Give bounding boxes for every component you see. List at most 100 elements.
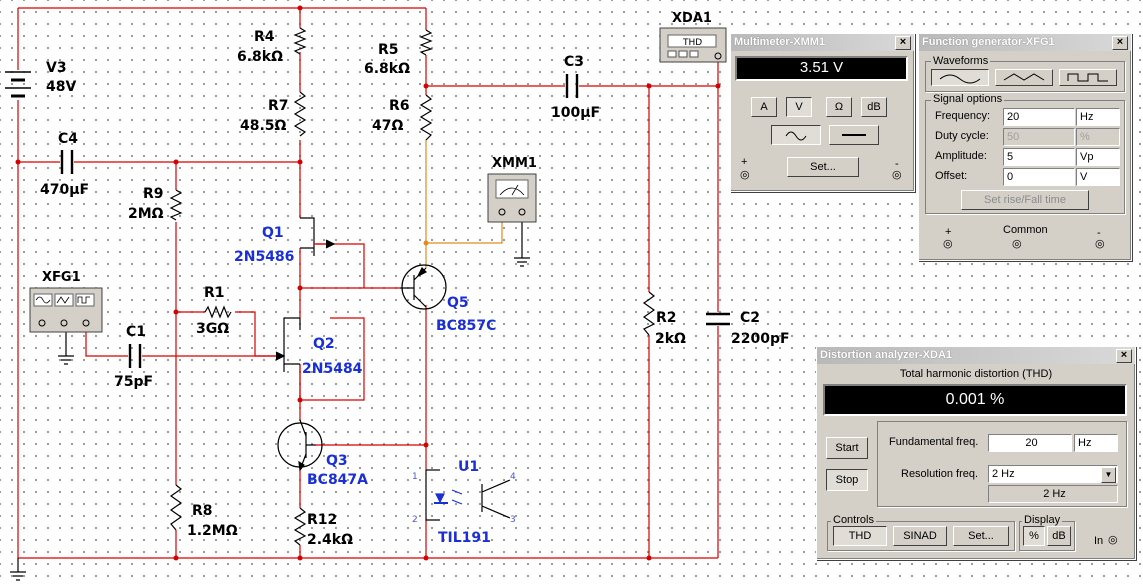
label-c1-value: 75pF bbox=[114, 374, 153, 390]
capacitor-c3[interactable] bbox=[565, 74, 579, 98]
controls-label: Controls bbox=[831, 514, 876, 526]
mode-button-a[interactable]: A bbox=[751, 97, 777, 117]
resistor-r4[interactable] bbox=[293, 27, 307, 55]
ac-button[interactable] bbox=[771, 125, 821, 145]
resistor-r1[interactable] bbox=[204, 305, 232, 319]
multimeter-window[interactable]: Multimeter-XMM1 × 3.51 V A V Ω dB Set...… bbox=[730, 33, 915, 192]
multimeter-close-button[interactable]: × bbox=[895, 36, 911, 50]
battery-v3[interactable] bbox=[5, 71, 31, 98]
wires-black bbox=[10, 222, 530, 581]
multimeter-plus-terminal[interactable]: ◎ bbox=[740, 169, 750, 181]
fundamental-unit[interactable]: Hz bbox=[1074, 434, 1118, 452]
label-r4-ref: R4 bbox=[254, 29, 275, 45]
offset-label: Offset: bbox=[935, 170, 968, 182]
function-generator-window[interactable]: Function generator-XFG1 × Waveforms Sign… bbox=[918, 33, 1132, 261]
duty-cycle-label: Duty cycle: bbox=[935, 130, 989, 142]
capacitor-c2[interactable] bbox=[706, 312, 730, 326]
resistor-r5[interactable] bbox=[419, 29, 433, 56]
xfg1-icon[interactable] bbox=[29, 287, 103, 333]
square-wave-icon bbox=[1067, 73, 1108, 82]
start-button[interactable]: Start bbox=[826, 437, 868, 459]
u1-pin-3: 3 bbox=[510, 515, 516, 525]
label-u1-ref: U1 bbox=[458, 459, 479, 475]
frequency-input[interactable]: 20 bbox=[1003, 108, 1075, 126]
multimeter-set-button[interactable]: Set... bbox=[787, 157, 859, 177]
label-q3-ref: Q3 bbox=[326, 453, 348, 469]
resistor-r2[interactable] bbox=[642, 291, 656, 336]
da-titlebar[interactable]: Distortion analyzer-XDA1 × bbox=[817, 347, 1135, 364]
rise-fall-button[interactable]: Set rise/Fall time bbox=[961, 190, 1089, 210]
jfet-q2[interactable] bbox=[275, 317, 301, 372]
distortion-analyzer-window[interactable]: Distortion analyzer-XDA1 × Total harmoni… bbox=[816, 346, 1136, 560]
duty-cycle-unit[interactable]: % bbox=[1076, 128, 1120, 146]
xda1-icon[interactable]: THD bbox=[659, 27, 727, 63]
bjt-q5[interactable] bbox=[400, 264, 447, 310]
multimeter-minus-label: - bbox=[895, 158, 899, 170]
jfet-q1[interactable] bbox=[300, 217, 336, 256]
capacitor-c4[interactable] bbox=[60, 150, 74, 174]
label-u1-value: TIL191 bbox=[438, 530, 491, 546]
optocoupler-u1[interactable] bbox=[425, 469, 511, 521]
fg-minus-terminal[interactable]: ◎ bbox=[1095, 238, 1105, 250]
resistor-r8[interactable] bbox=[169, 484, 183, 531]
percent-button[interactable]: % bbox=[1023, 526, 1045, 546]
resolution-select[interactable]: 2 Hz ▼ bbox=[988, 465, 1118, 483]
offset-input[interactable]: 0 bbox=[1003, 168, 1075, 186]
sinad-button[interactable]: SINAD bbox=[893, 526, 947, 546]
mode-button-db[interactable]: dB bbox=[861, 97, 887, 117]
da-reading: 0.001 % bbox=[823, 384, 1127, 416]
junction-orange bbox=[423, 240, 429, 246]
wave-sine-button[interactable] bbox=[931, 69, 989, 86]
resistor-r6[interactable] bbox=[419, 94, 433, 141]
offset-unit[interactable]: V bbox=[1076, 168, 1120, 186]
stop-button[interactable]: Stop bbox=[826, 469, 868, 491]
fundamental-input[interactable]: 20 bbox=[988, 434, 1072, 452]
wave-square-button[interactable] bbox=[1059, 69, 1117, 86]
frequency-unit[interactable]: Hz bbox=[1076, 108, 1120, 126]
label-r6-value: 47Ω bbox=[372, 118, 403, 134]
resistor-r9[interactable] bbox=[169, 189, 183, 221]
junctions bbox=[15, 5, 721, 561]
multimeter-minus-terminal[interactable]: ◎ bbox=[892, 169, 902, 181]
fg-common-terminal[interactable]: ◎ bbox=[1012, 238, 1022, 250]
da-set-button[interactable]: Set... bbox=[953, 526, 1009, 546]
dc-button[interactable] bbox=[829, 125, 879, 145]
mode-button-ohm[interactable]: Ω bbox=[826, 97, 852, 117]
multimeter-titlebar[interactable]: Multimeter-XMM1 × bbox=[731, 34, 914, 51]
chevron-down-icon[interactable]: ▼ bbox=[1101, 467, 1116, 483]
da-close-button[interactable]: × bbox=[1116, 349, 1132, 363]
xda1-icon-label: THD bbox=[682, 38, 702, 48]
wave-triangle-button[interactable] bbox=[995, 69, 1053, 86]
fg-titlebar[interactable]: Function generator-XFG1 × bbox=[919, 34, 1131, 51]
resistor-r12[interactable] bbox=[293, 507, 307, 546]
signal-options-group bbox=[925, 100, 1125, 214]
in-terminal[interactable]: ◎ bbox=[1108, 534, 1118, 546]
bjt-q3[interactable] bbox=[277, 419, 323, 472]
duty-cycle-input[interactable]: 50 bbox=[1003, 128, 1075, 146]
label-r9-ref: R9 bbox=[143, 186, 164, 202]
label-r12-value: 2.4kΩ bbox=[307, 532, 353, 548]
u1-pin-2: 2 bbox=[412, 515, 418, 525]
thd-button[interactable]: THD bbox=[833, 526, 887, 546]
multimeter-plus-label: + bbox=[741, 156, 748, 168]
fg-plus-terminal[interactable]: ◎ bbox=[943, 238, 953, 250]
display-label: Display bbox=[1022, 514, 1063, 526]
da-freq-group bbox=[877, 421, 1127, 507]
label-r5-value: 6.8kΩ bbox=[364, 61, 410, 77]
amplitude-unit[interactable]: Vp bbox=[1076, 148, 1120, 166]
resistor-r7[interactable] bbox=[293, 91, 307, 137]
amplitude-input[interactable]: 5 bbox=[1003, 148, 1075, 166]
label-c2-ref: C2 bbox=[740, 310, 760, 326]
xmm1-icon[interactable] bbox=[487, 173, 537, 223]
label-r8-value: 1.2MΩ bbox=[187, 523, 238, 539]
frequency-label: Frequency: bbox=[935, 110, 991, 122]
capacitor-c1[interactable] bbox=[128, 344, 142, 368]
multimeter-reading: 3.51 V bbox=[735, 56, 908, 81]
da-heading: Total harmonic distortion (THD) bbox=[899, 368, 1053, 380]
db-button[interactable]: dB bbox=[1047, 526, 1071, 546]
mode-button-v[interactable]: V bbox=[786, 97, 812, 117]
fg-close-button[interactable]: × bbox=[1112, 36, 1128, 50]
resolution-select-value: 2 Hz bbox=[992, 468, 1015, 480]
triangle-wave-icon bbox=[1003, 73, 1045, 81]
label-c3-ref: C3 bbox=[564, 54, 584, 70]
